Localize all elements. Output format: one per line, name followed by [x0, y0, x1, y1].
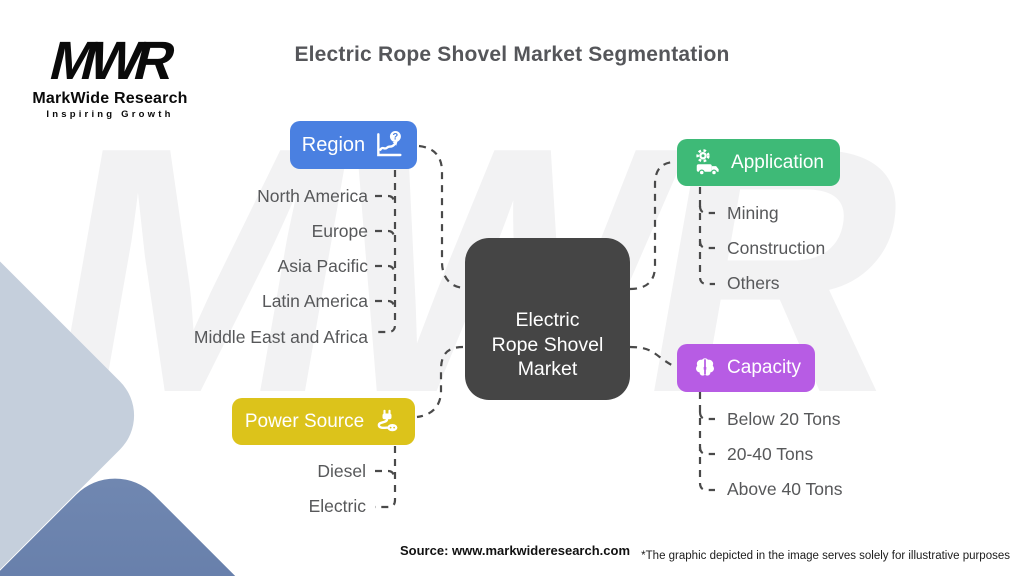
capacity-item: Below 20 Tons [727, 409, 841, 429]
page-title: Electric Rope Shovel Market Segmentation [294, 43, 730, 66]
power-source-item: Diesel [317, 461, 366, 481]
region-item: Europe [311, 221, 368, 241]
segment-label-capacity: Capacity [727, 357, 801, 378]
disclaimer-text: *The graphic depicted in the image serve… [641, 550, 1010, 562]
segment-label-region: Region [301, 133, 366, 156]
region-item: Latin America [261, 291, 368, 311]
source-text: Source: www.markwideresearch.com [400, 543, 631, 558]
svg-text:?: ? [393, 132, 399, 142]
gear-truck-icon [693, 148, 723, 178]
region-item: Asia Pacific [277, 256, 368, 276]
markwide-logo: MWR MarkWide Research Inspiring Growth [30, 31, 190, 121]
center-node-line: Rope Shovel [491, 333, 604, 356]
capacity-item: Above 40 Tons [727, 479, 843, 499]
center-node-electric-rope-shovel-market: Electric Rope Shovel Market [465, 238, 630, 400]
brand-name: MarkWide Research [32, 90, 188, 108]
segment-node-capacity: Capacity [677, 344, 815, 392]
segment-node-region: Region ? [290, 121, 417, 169]
brain-icon [691, 354, 719, 382]
segment-label-power-source: Power Source [244, 410, 365, 432]
segment-node-application: Application [677, 139, 840, 186]
region-item: North America [257, 186, 368, 206]
capacity-item: 20-40 Tons [727, 444, 814, 464]
chart-question-icon: ? [373, 129, 405, 161]
segment-label-application: Application [731, 151, 824, 173]
application-item: Construction [727, 238, 826, 258]
center-node-line: Electric [515, 308, 580, 331]
application-item: Others [727, 273, 780, 293]
region-item: Middle East and Africa [193, 327, 368, 347]
segment-node-power-source: Power Source [232, 398, 415, 445]
application-item: Mining [727, 203, 779, 223]
plug-icon [372, 407, 402, 437]
power-source-item: Electric [308, 496, 366, 516]
brand-tagline: Inspiring Growth [46, 109, 174, 121]
center-node-line: Market [517, 358, 578, 381]
